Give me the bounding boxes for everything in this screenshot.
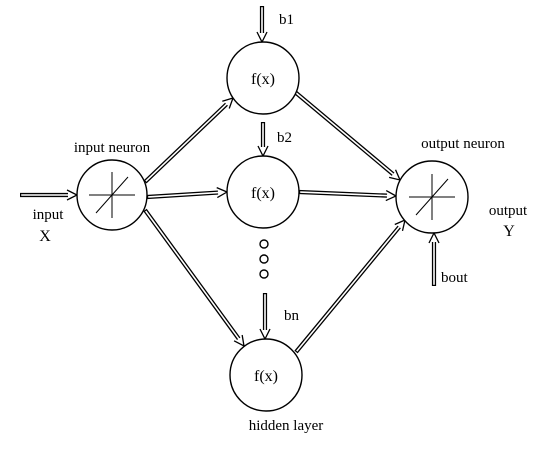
hidden-neuron-1-function: f(x) — [251, 71, 275, 88]
bias-b2-label: b2 — [277, 130, 292, 146]
output-label: output — [489, 203, 528, 219]
hidden-neuron-2-circle — [226, 155, 300, 229]
connection-arrows — [20, 6, 440, 354]
ellipsis-dot — [259, 239, 269, 249]
arrow-input-to-hidden-n — [143, 208, 245, 348]
bias-b2-arrow — [257, 122, 269, 158]
bias-bn-label: bn — [284, 308, 300, 324]
input-neuron-cross-diagonal — [95, 176, 129, 214]
arrow-hidden-1-to-output — [293, 90, 402, 181]
hidden-neuron-1: f(x) — [226, 41, 300, 115]
hidden-neuron-1-circle — [226, 41, 300, 115]
input-x-arrow — [20, 189, 79, 201]
output-neuron-label: output neuron — [421, 136, 505, 152]
ellipsis-dot — [259, 269, 269, 279]
bias-b1-arrow — [256, 6, 268, 44]
bias-bout-label: bout — [441, 270, 469, 286]
input-label: input — [33, 207, 65, 223]
ellipsis-dot — [259, 254, 269, 264]
arrow-hidden-2-to-output — [298, 189, 398, 202]
input-variable-label: X — [39, 228, 51, 245]
hidden-layer-label: hidden layer — [249, 418, 324, 434]
bias-b1-label: b1 — [279, 12, 294, 28]
output-neuron-cross-diagonal — [415, 178, 449, 216]
arrow-input-to-hidden-1 — [143, 96, 235, 184]
hidden-neuron-n-circle — [229, 338, 303, 412]
hidden-neuron-n-function: f(x) — [254, 368, 278, 385]
hidden-neuron-2-function: f(x) — [251, 185, 275, 202]
arrow-input-to-hidden-2 — [146, 187, 229, 200]
bias-bn-arrow — [259, 293, 271, 341]
output-variable-label: Y — [503, 223, 515, 240]
input-neuron-label: input neuron — [74, 140, 151, 156]
hidden-neuron-2: f(x) — [226, 155, 300, 229]
arrow-hidden-n-to-output — [294, 218, 406, 354]
ellipsis-dots — [259, 239, 269, 279]
output-neuron — [395, 160, 469, 234]
bias-bout-arrow — [428, 231, 440, 286]
input-neuron — [76, 159, 148, 231]
hidden-neuron-n: f(x) — [229, 338, 303, 412]
